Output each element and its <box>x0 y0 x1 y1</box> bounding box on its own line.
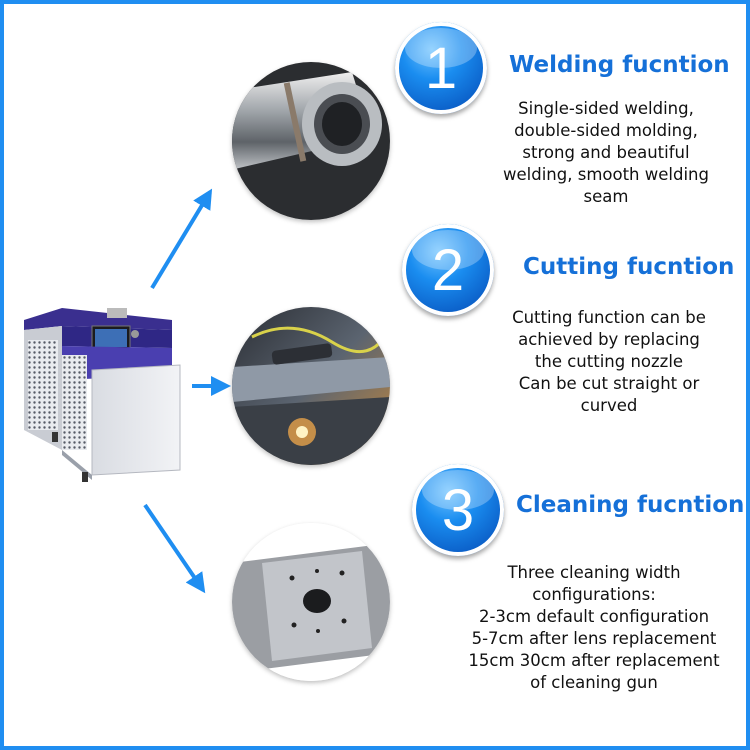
section-title: Cutting fucntion <box>523 254 735 280</box>
laser-machine-image <box>24 308 181 482</box>
cutting-photo <box>232 307 390 465</box>
cleaned-plate-photo <box>232 523 390 681</box>
section-description: Three cleaning width configurations: 2-3… <box>468 563 720 692</box>
section-description: Single-sided welding, double-sided moldi… <box>503 99 709 206</box>
section-number-badge: 1 <box>395 22 487 114</box>
section-title: Welding fucntion <box>509 52 730 78</box>
arrow-up-right-icon <box>150 188 213 290</box>
section-title: Cleaning fucntion <box>516 492 745 518</box>
arrow-down-right-icon <box>143 503 206 594</box>
section-description: Cutting function can be achieved by repl… <box>512 308 706 415</box>
section-number-badge: 2 <box>402 224 494 316</box>
section-number-badge: 3 <box>412 464 504 556</box>
welded-pipe-photo <box>232 62 390 220</box>
